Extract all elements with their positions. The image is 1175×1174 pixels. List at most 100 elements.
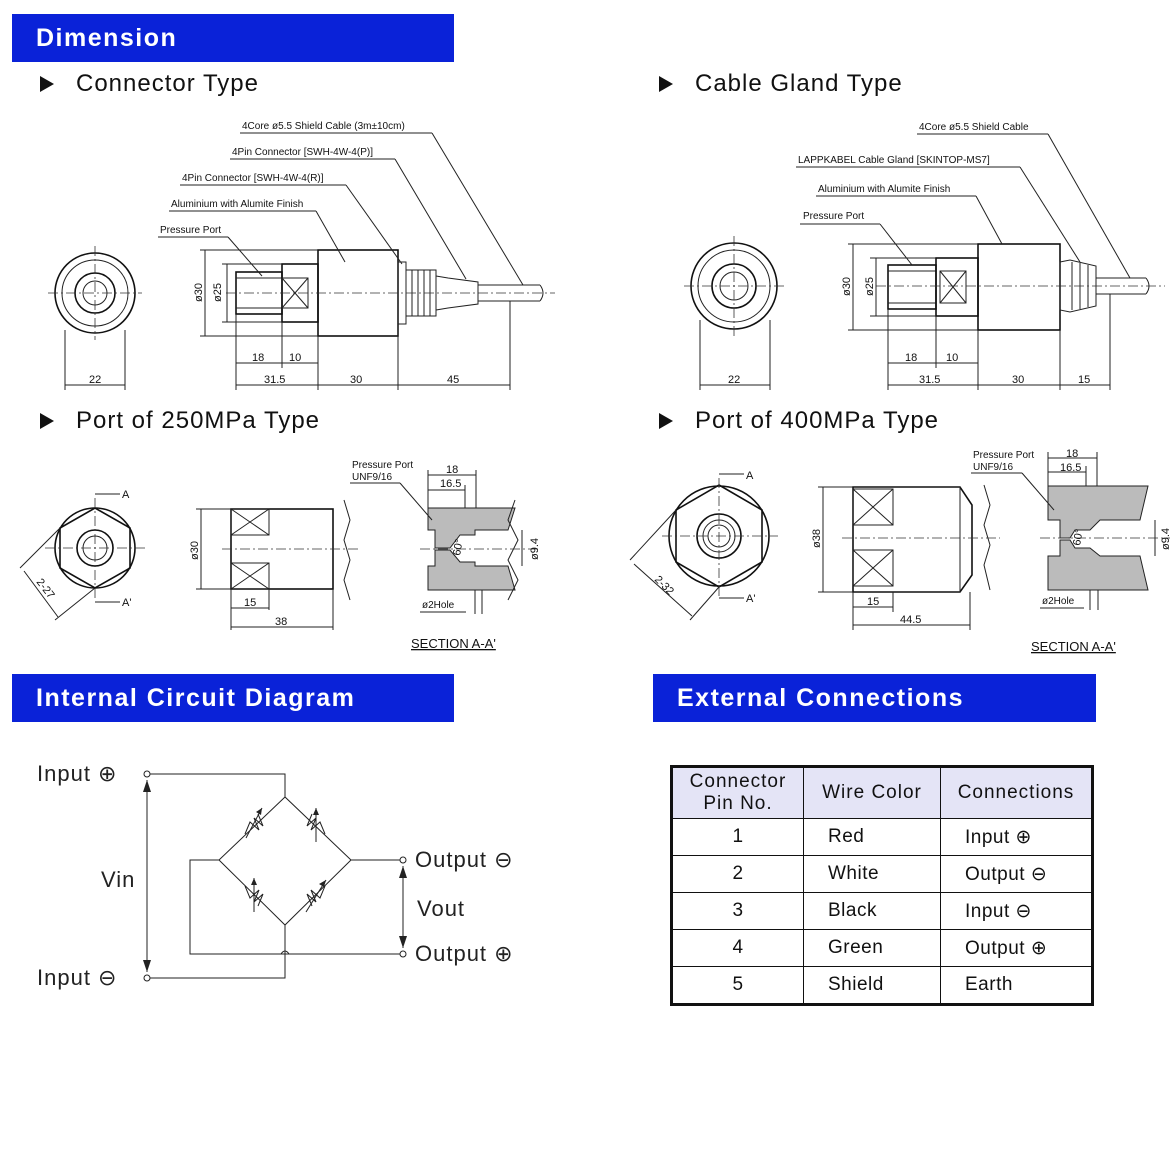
label-connector-r: 4Pin Connector [SWH-4W-4(R)] (182, 173, 324, 184)
bullet-triangle-icon (40, 76, 54, 92)
section-label: SECTION A-A' (411, 636, 496, 651)
port-250-heading: Port of 250MPa Type (40, 407, 320, 435)
dim-angle: 60° (1071, 528, 1086, 546)
dim-hex: 2-32 (652, 574, 676, 598)
dim-w22: 22 (89, 374, 101, 386)
header-pin-line1: Connector (689, 771, 787, 792)
table-row: 5 Shield Earth (671, 966, 1093, 1005)
wire-cell: Shield (803, 966, 941, 1005)
dim-d30: ø30 (841, 277, 853, 296)
table-row: 2 White Output ⊖ (671, 855, 1093, 893)
label-port: Pressure Port (973, 450, 1034, 461)
connection-cell: Input ⊕ (940, 818, 1093, 856)
dim-l31-5: 31.5 (919, 374, 940, 386)
dim-l15: 15 (867, 596, 879, 608)
port-400-heading: Port of 400MPa Type (659, 407, 939, 435)
port-400-text: Port of 400MPa Type (695, 407, 940, 434)
dim-a18: 18 (905, 352, 917, 364)
vout-label: Vout (417, 896, 465, 921)
label-hole: ø2Hole (1042, 596, 1075, 607)
table-row: 1 Red Input ⊕ (671, 818, 1093, 856)
port-400-drawing: A A' 2-32 ø38 15 44.5 Pressure Port UNF9… (629, 448, 1172, 654)
label-gland: LAPPKABEL Cable Gland [SKINTOP-MS7] (798, 155, 990, 166)
section-a-prime-label: A' (122, 597, 131, 609)
dim-a10: 10 (289, 352, 301, 364)
dim-l16-5: 16.5 (440, 478, 461, 490)
label-body: Aluminium with Alumite Finish (171, 199, 303, 210)
internal-circuit-diagram: Input ⊕ Input ⊖ Vin Output ⊖ Output ⊕ Vo… (37, 761, 514, 990)
wheatstone-bridge (218, 796, 352, 926)
label-thread: UNF9/16 (352, 472, 392, 483)
output-minus-label: Output ⊖ (415, 847, 514, 872)
table-row: 3 Black Input ⊖ (671, 892, 1093, 930)
dim-d30: ø30 (189, 541, 201, 560)
section-a-label: A (122, 489, 130, 501)
header-wire-color: Wire Color (803, 766, 941, 819)
dim-l44-5: 44.5 (900, 614, 921, 626)
output-plus-label: Output ⊕ (415, 941, 514, 966)
end-view-circle (48, 246, 142, 340)
dim-a18: 18 (252, 352, 264, 364)
dim-d9-4: ø9.4 (1160, 528, 1172, 550)
input-minus-label: Input ⊖ (37, 965, 117, 990)
header-connections: Connections (940, 766, 1093, 819)
hex-end-view (45, 498, 145, 600)
label-port: Pressure Port (160, 225, 221, 236)
dim-a10: 10 (946, 352, 958, 364)
side-view-body (222, 499, 360, 601)
port-250-text: Port of 250MPa Type (76, 407, 321, 434)
section-a-label: A (746, 470, 754, 482)
section-label: SECTION A-A' (1031, 639, 1116, 654)
connection-cell: Input ⊖ (940, 892, 1093, 930)
cable-gland-type-text: Cable Gland Type (695, 70, 903, 97)
dim-d38: ø38 (811, 529, 823, 548)
vin-label: Vin (101, 867, 135, 892)
label-port: Pressure Port (352, 460, 413, 471)
dim-l30: 30 (1012, 374, 1024, 386)
circuit-header-text: Internal Circuit Diagram (36, 683, 356, 712)
strain-gauge-resistor (305, 879, 327, 913)
label-body: Aluminium with Alumite Finish (818, 184, 950, 195)
connector-type-drawing: 22 18 10 31.5 30 45 ø30 ø25 4Core ø5.5 S… (48, 121, 555, 390)
bullet-triangle-icon (659, 413, 673, 429)
dim-l30: 30 (350, 374, 362, 386)
wire-cell: Red (803, 818, 941, 856)
end-view-circle (684, 236, 784, 336)
terminal-input-plus (143, 770, 151, 778)
side-view-body (842, 484, 1000, 593)
label-hole: ø2Hole (422, 600, 455, 611)
connection-cell: Output ⊖ (940, 855, 1093, 893)
wire-cell: Black (803, 892, 941, 930)
dim-w22: 22 (728, 374, 740, 386)
wire-cell: White (803, 855, 941, 893)
circuit-header: Internal Circuit Diagram (12, 674, 454, 722)
pin-cell: 4 (671, 929, 804, 967)
terminal-output-minus (399, 856, 407, 864)
dim-l45: 45 (447, 374, 459, 386)
dim-d30: ø30 (193, 283, 205, 302)
connection-cell: Earth (940, 966, 1093, 1005)
terminal-output-plus (399, 950, 407, 958)
bullet-triangle-icon (659, 76, 673, 92)
label-port: Pressure Port (803, 211, 864, 222)
pin-cell: 2 (671, 855, 804, 893)
input-plus-label: Input ⊕ (37, 761, 117, 786)
section-view (1040, 485, 1170, 591)
dim-l15: 15 (244, 597, 256, 609)
cable-gland-type-heading: Cable Gland Type (659, 70, 903, 98)
external-header-text: External Connections (677, 683, 964, 712)
bullet-triangle-icon (40, 413, 54, 429)
section-view (420, 499, 540, 601)
dim-l18: 18 (446, 464, 458, 476)
terminal-input-minus (143, 974, 151, 982)
pin-cell: 3 (671, 892, 804, 930)
header-pin-line2: Pin No. (703, 793, 773, 814)
table-row: 4 Green Output ⊕ (671, 929, 1093, 967)
dim-l15: 15 (1078, 374, 1090, 386)
side-view-body (876, 243, 1165, 331)
dim-angle: 60° (451, 538, 466, 556)
dimension-header: Dimension (12, 14, 454, 62)
label-connector-p: 4Pin Connector [SWH-4W-4(P)] (232, 147, 373, 158)
